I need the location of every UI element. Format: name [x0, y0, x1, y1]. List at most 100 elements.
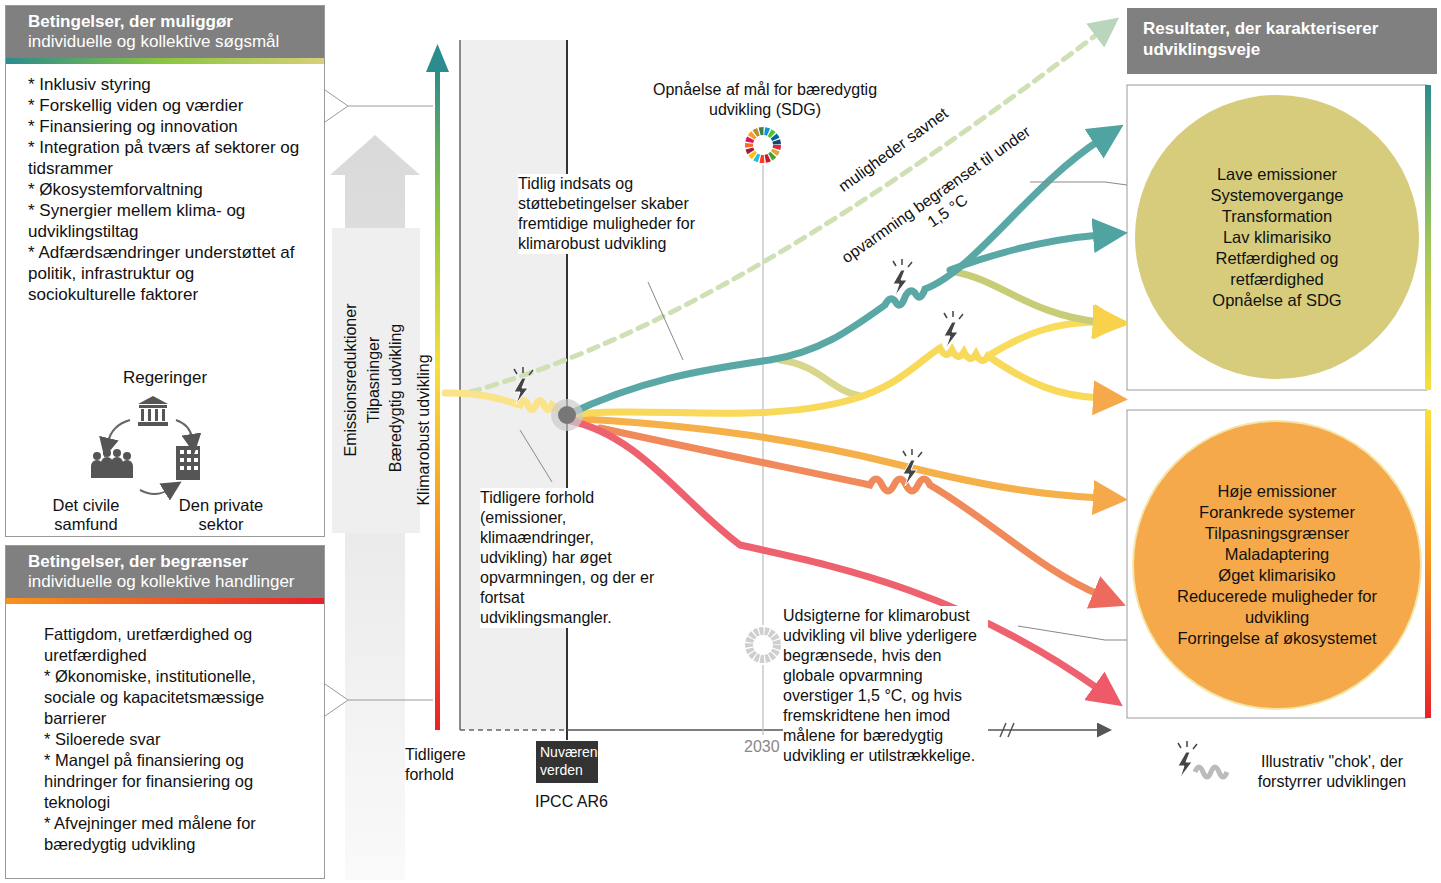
illustration-part — [194, 466, 198, 470]
node-text: Opnåelse af SDG — [1172, 290, 1382, 311]
outcomes-header: Resultater, der karakteriserer udvikling… — [1127, 8, 1437, 74]
annotation-text: Udsigterne for klimarobust udvikling vil… — [783, 606, 988, 766]
illustration-part — [749, 131, 777, 159]
node-text: * Synergier mellem klima- og udviklingst… — [28, 200, 306, 242]
annotation-text: Tidlig indsats og støttebetingelser skab… — [518, 174, 733, 254]
enabling-conditions-panel: Betingelser, der muliggørindividuelle og… — [5, 5, 325, 537]
node-text: * Økonomiske, institutionelle, sociale o… — [44, 666, 310, 729]
illustration-part — [648, 282, 683, 360]
illustration-part — [749, 631, 777, 659]
illustration-part — [162, 409, 165, 421]
annotation-text: Tidligere forhold (emissioner, klimaændr… — [480, 488, 658, 628]
illustration-part — [749, 631, 777, 659]
node-text: Betingelser, der muliggør — [28, 12, 314, 32]
illustration-part — [332, 228, 420, 533]
illustration-part — [348, 106, 433, 107]
illustration-part — [325, 90, 348, 122]
illustration-part — [103, 449, 111, 457]
illustration-part — [988, 322, 1100, 356]
node-text: Fattigdom, uretfærdighed og uretfærdighe… — [44, 624, 310, 666]
illustration-part — [749, 131, 777, 159]
illustration-part — [426, 44, 449, 72]
illustration-part — [514, 367, 533, 404]
illustration-part — [749, 631, 777, 659]
illustration-part — [148, 409, 151, 421]
illustration-part — [348, 700, 433, 701]
node-text: Regeringer — [6, 368, 324, 387]
panel-body: * Inklusiv styring* Forskellig viden og … — [6, 64, 324, 305]
annotation-text: Emissionsreduktioner — [341, 304, 361, 457]
illustration-part — [1425, 85, 1431, 390]
illustration-part — [749, 631, 777, 659]
illustration-part — [1030, 182, 1127, 185]
illustration-part — [749, 631, 777, 659]
illustration-part — [176, 446, 200, 480]
illustration-part — [955, 272, 1100, 322]
node-text: * Forskellig viden og værdier — [28, 95, 306, 116]
annotation-text: Klimarobust udvikling — [414, 354, 434, 505]
node-text: * Adfærdsændringer understøttet af polit… — [28, 242, 306, 305]
illustration-part — [108, 420, 192, 494]
illustration-part — [459, 40, 461, 730]
illustration-part — [460, 729, 567, 731]
illustration-part — [749, 131, 777, 159]
node-text: Lav klimarisiko — [1172, 227, 1382, 248]
annotation-text: 2030 — [744, 737, 786, 757]
node-text: Maladaptering — [1172, 544, 1382, 565]
panel-body: Fattigdom, uretfærdighed og uretfærdighe… — [6, 604, 324, 855]
illustration-part — [749, 631, 777, 659]
illustration-part — [155, 409, 158, 421]
node-text: Systemovergange — [1172, 185, 1382, 206]
node-text: * Afvejninger med målene for bæredygtig … — [44, 813, 310, 855]
node-text: Forringelse af økosystemet — [1172, 628, 1382, 649]
constraining-conditions-panel: Betingelser, der begrænserindividuelle o… — [5, 545, 325, 879]
annotation-text: IPCC AR6 — [535, 792, 625, 812]
illustration-part — [194, 458, 198, 462]
illustration-part — [749, 631, 777, 659]
illustration-part — [749, 131, 777, 159]
illustration-part — [1425, 410, 1431, 718]
node-text: * Inklusiv styring — [28, 74, 306, 95]
node-text: Betingelser, der begrænser — [28, 552, 314, 572]
illustration-part — [93, 452, 101, 460]
illustration-part — [749, 131, 777, 159]
illustration-part — [180, 450, 184, 454]
illustration-part — [749, 631, 777, 659]
illustration-part — [749, 131, 777, 159]
illustration-part — [944, 311, 963, 348]
node-text: Øget klimarisiko — [1172, 565, 1382, 586]
illustration-part — [762, 165, 763, 625]
illustration-part — [749, 131, 777, 159]
node-text: Den private sektor — [156, 496, 286, 534]
node-text: * Integration på tværs af sektorer og ti… — [28, 137, 306, 179]
illustration-part — [141, 409, 144, 421]
annotation-text: Opnåelse af mål for bæredygtig udvikling… — [625, 80, 905, 120]
illustration-part — [749, 131, 777, 159]
illustration-part — [91, 457, 133, 478]
illustration-part — [187, 458, 191, 462]
node-text: Forankrede systemer — [1172, 502, 1382, 523]
node-text: * Finansiering og innovation — [28, 116, 306, 137]
node-text: Reducerede muligheder for udvikling — [1172, 586, 1382, 628]
illustration-part — [893, 259, 912, 296]
illustration-part — [445, 393, 567, 415]
illustration-part — [551, 399, 583, 431]
present-world-box: Nuværende verden — [536, 741, 598, 783]
illustration-part — [470, 32, 1100, 392]
illustration-part — [180, 458, 184, 462]
outcome-circle-negative: Høje emissionerForankrede systemerTilpas… — [1132, 420, 1422, 710]
illustration-part — [749, 131, 777, 159]
illustration-part — [749, 131, 777, 159]
illustration-part — [176, 420, 192, 438]
panel-heading-band: Betingelser, der begrænserindividuelle o… — [6, 546, 324, 604]
illustration-part — [180, 450, 198, 470]
node-text: Nuværende verden — [540, 743, 594, 779]
illustration-part — [749, 131, 777, 159]
illustration-part — [123, 452, 131, 460]
panel-heading-band: Betingelser, der muliggørindividuelle og… — [6, 6, 324, 64]
illustration-part — [566, 40, 568, 740]
illustration-part — [780, 360, 860, 396]
illustration-part — [113, 449, 121, 457]
illustration-part — [140, 490, 168, 494]
